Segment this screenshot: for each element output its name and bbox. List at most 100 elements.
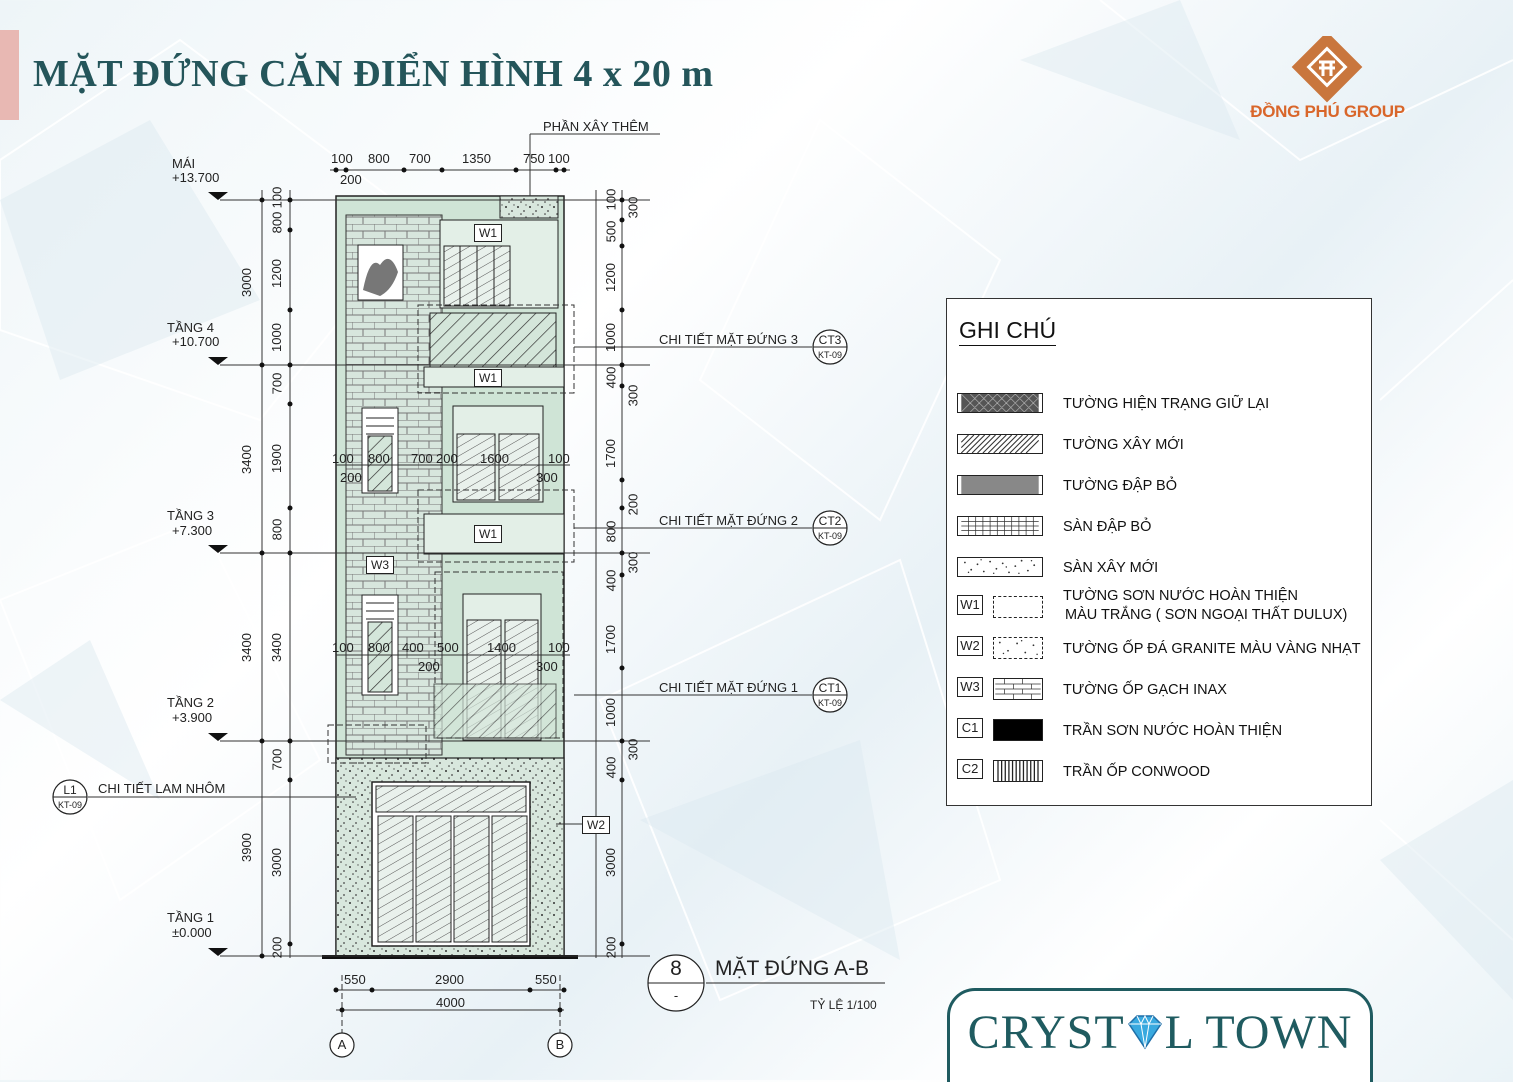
bottom-dim: 550 bbox=[344, 972, 366, 987]
view-scale: TỶ LỆ 1/100 bbox=[810, 998, 877, 1012]
level-elev-3: +7.300 bbox=[172, 523, 213, 538]
right-outer-dim: 300 bbox=[625, 551, 641, 574]
mid-dim: 800 bbox=[368, 451, 390, 466]
legend-label: SÀN XÂY MỚI bbox=[1063, 560, 1159, 576]
right-outer-dim: 300 bbox=[625, 738, 641, 761]
level-name-3: TẦNG 3 bbox=[167, 508, 214, 523]
right-inner-dim: 200 bbox=[603, 936, 619, 959]
level-elev-1: ±0.000 bbox=[172, 925, 212, 940]
legend-item: C2 TRẦN ỐP CONWOOD bbox=[957, 759, 1367, 785]
right-inner-dim: 200 bbox=[625, 493, 641, 516]
left-inner-dim: 200 bbox=[269, 936, 285, 959]
level-elev-4: +10.700 bbox=[172, 334, 220, 349]
callout-ref: KT-09 bbox=[817, 698, 842, 708]
top-dim: 1350 bbox=[462, 151, 491, 166]
right-inner-dim: 1700 bbox=[602, 625, 618, 654]
legend-item: W3 TƯỜNG ỐP GẠCH INAX bbox=[957, 677, 1367, 703]
right-inner-dim: 400 bbox=[603, 569, 619, 592]
brick-swatch-icon bbox=[993, 678, 1043, 700]
left-inner-dim: 100 bbox=[269, 186, 285, 209]
left-inner-dim: 3000 bbox=[268, 848, 284, 877]
mid-dim: 100 bbox=[548, 451, 570, 466]
legend-label: TƯỜNG SƠN NƯỚC HOÀN THIỆN bbox=[1063, 588, 1299, 604]
brand-name-part2: L TOWN bbox=[1164, 1006, 1353, 1059]
legend-label: TƯỜNG ĐẬP BỎ bbox=[1063, 478, 1177, 494]
left-inner-dim: 800 bbox=[269, 518, 285, 541]
lam-callout-text: CHI TIẾT LAM NHÔM bbox=[98, 781, 226, 796]
view-number: 8 bbox=[670, 957, 682, 980]
total-width-dim: 4000 bbox=[436, 995, 465, 1010]
callout-tag: CT1 bbox=[818, 681, 842, 695]
mid-dim: 100 bbox=[548, 640, 570, 655]
window-tag: W2 bbox=[582, 816, 610, 834]
mid-dim: 300 bbox=[536, 659, 558, 674]
diamond-icon bbox=[1127, 1014, 1162, 1050]
callout-tag: CT2 bbox=[818, 514, 842, 528]
level-name-1: TẦNG 1 bbox=[167, 910, 214, 925]
title-accent-bar bbox=[0, 30, 19, 120]
left-inner-dim: 1200 bbox=[268, 259, 284, 288]
legend-code: W1 bbox=[957, 595, 983, 615]
legend-item: W1 TƯỜNG SƠN NƯỚC HOÀN THIỆN MÀU TRẮNG (… bbox=[957, 588, 1367, 623]
legend-label: TƯỜNG ỐP GẠCH INAX bbox=[1063, 682, 1227, 698]
callout-ref: KT-09 bbox=[817, 350, 842, 360]
legend-label: TƯỜNG ỐP ĐÁ GRANITE MÀU VÀNG NHẠT bbox=[1063, 641, 1361, 657]
vertical-lines-swatch-icon bbox=[993, 760, 1043, 782]
mid-dim: 200 bbox=[418, 659, 440, 674]
callout-text: CHI TIẾT MẶT ĐỨNG 3 bbox=[659, 332, 798, 347]
crosshatch-swatch-icon bbox=[957, 393, 1043, 413]
lam-callout-ref: KT-09 bbox=[57, 800, 82, 810]
bottom-dim: 550 bbox=[535, 972, 557, 987]
mid-dim: 1400 bbox=[487, 640, 516, 655]
left-inner-dim: 700 bbox=[269, 748, 285, 771]
window-tag: W1 bbox=[474, 369, 502, 387]
left-inner-dim: 1900 bbox=[268, 444, 284, 473]
callout-ref: KT-09 bbox=[817, 531, 842, 541]
left-inner-dim: 700 bbox=[269, 372, 285, 395]
crystal-town-badge: CRYST L TOWN bbox=[947, 988, 1373, 1082]
legend-code: W3 bbox=[957, 677, 983, 697]
right-outer-dim: 300 bbox=[625, 384, 641, 407]
legend-code: C1 bbox=[957, 718, 983, 738]
callout-text: CHI TIẾT MẶT ĐỨNG 2 bbox=[659, 513, 798, 528]
lam-callout-tag: L1 bbox=[63, 783, 77, 797]
callout-text: CHI TIẾT MẶT ĐỨNG 1 bbox=[659, 680, 798, 695]
level-name-2: TẦNG 2 bbox=[167, 695, 214, 710]
left-inner-dim: 3400 bbox=[268, 633, 284, 662]
left-inner-dim: 1000 bbox=[268, 323, 284, 352]
speckle-swatch-icon bbox=[957, 557, 1043, 577]
right-inner-dim: 1200 bbox=[602, 263, 618, 292]
view-sub: - bbox=[673, 988, 679, 1003]
dashed-swatch-icon bbox=[993, 596, 1043, 618]
mid-dim: 400 bbox=[402, 640, 424, 655]
legend-item: C1 TRẦN SƠN NƯỚC HOÀN THIỆN bbox=[957, 718, 1367, 744]
level-elev-mai: +13.700 bbox=[172, 170, 220, 185]
legend-panel: GHI CHÚ TƯỜNG HIỆN TRẠNG GIỮ LẠI TƯỜNG X… bbox=[946, 298, 1372, 806]
axis-label-b: B bbox=[555, 1037, 565, 1052]
mid-dim: 700 bbox=[411, 451, 433, 466]
legend-label: SÀN ĐẬP BỎ bbox=[1063, 519, 1152, 535]
right-outer-dim: 300 bbox=[625, 196, 641, 219]
bottom-dim: 2900 bbox=[435, 972, 464, 987]
right-inner-dim: 3000 bbox=[602, 848, 618, 877]
level-name-mai: MÁI bbox=[172, 156, 196, 171]
mid-dim: 100 bbox=[332, 451, 354, 466]
legend-label: TRẦN ỐP CONWOOD bbox=[1063, 764, 1211, 780]
legend-item: SÀN ĐẬP BỎ bbox=[957, 516, 1367, 540]
level-elev-2: +3.900 bbox=[172, 710, 213, 725]
solid-swatch-icon bbox=[993, 719, 1043, 741]
elevation-drawing bbox=[52, 133, 885, 1058]
legend-code: W2 bbox=[957, 636, 983, 656]
mid-dim: 200 bbox=[340, 470, 362, 485]
window-tag: W1 bbox=[474, 224, 502, 242]
right-inner-dim: 1700 bbox=[602, 439, 618, 468]
company-logo: ĐỒNG PHÚ GROUP bbox=[1235, 31, 1420, 131]
top-dim: 200 bbox=[340, 172, 362, 187]
legend-item: SÀN XÂY MỚI bbox=[957, 557, 1367, 581]
top-dim: 100 bbox=[331, 151, 353, 166]
legend-label: TRẦN SƠN NƯỚC HOÀN THIỆN bbox=[1063, 723, 1283, 739]
right-inner-dim: 100 bbox=[603, 188, 619, 211]
right-inner-dim: 1000 bbox=[602, 323, 618, 352]
legend-item: TƯỜNG ĐẬP BỎ bbox=[957, 475, 1367, 499]
